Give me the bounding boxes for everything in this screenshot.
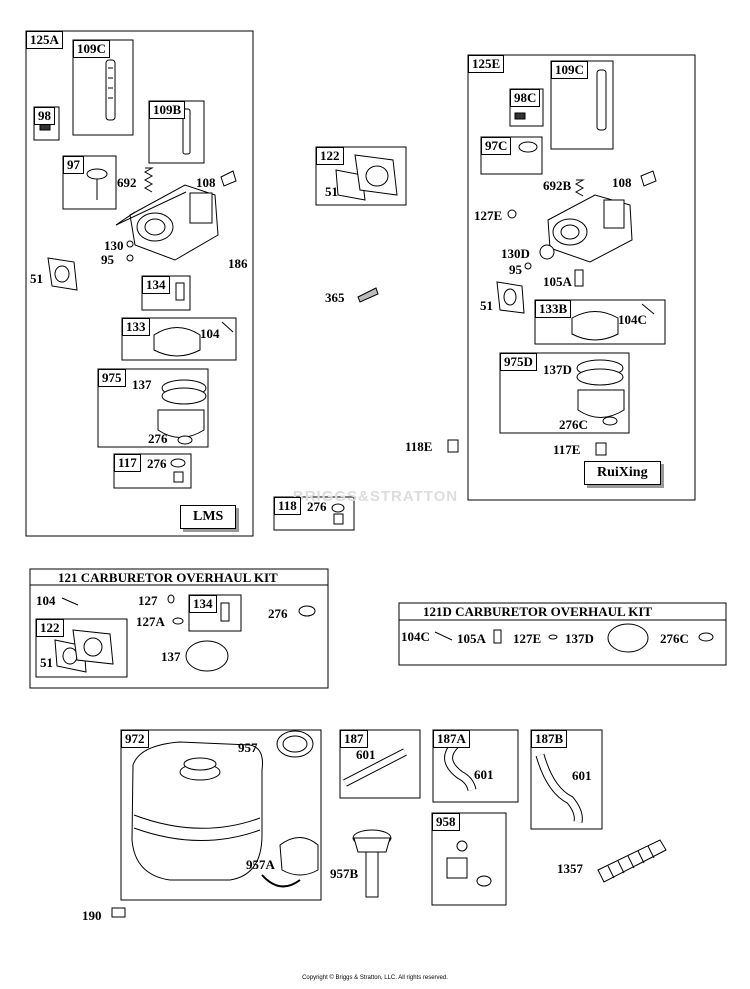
part-box-97[interactable]: 97 xyxy=(63,156,84,175)
tag-ruixing: RuiXing xyxy=(584,461,661,485)
part-label-276c[interactable]: 276C xyxy=(660,631,689,646)
part-label-276[interactable]: 276 xyxy=(148,431,168,446)
part-label-137[interactable]: 137 xyxy=(132,377,152,392)
part-label-127e[interactable]: 127E xyxy=(513,631,542,646)
part-box-133[interactable]: 133 xyxy=(122,318,150,337)
part-label-51[interactable]: 51 xyxy=(325,184,338,199)
part-label-117e[interactable]: 117E xyxy=(553,442,581,457)
part-box-187b[interactable]: 187B xyxy=(531,730,568,749)
part-label-957b[interactable]: 957B xyxy=(330,866,359,881)
part-box-98[interactable]: 98 xyxy=(34,107,55,126)
part-label-186[interactable]: 186 xyxy=(228,256,248,271)
part-label-957a[interactable]: 957A xyxy=(246,857,275,872)
part-label-692b[interactable]: 692B xyxy=(543,178,572,193)
part-box-118[interactable]: 118 xyxy=(274,497,301,516)
part-label-190[interactable]: 190 xyxy=(82,908,102,923)
part-label-51[interactable]: 51 xyxy=(480,298,493,313)
kit-121-title: 121 CARBURETOR OVERHAUL KIT xyxy=(58,570,278,585)
part-box-98c[interactable]: 98C xyxy=(510,89,541,108)
copyright-notice: Copyright © Briggs & Stratton, LLC. All … xyxy=(302,975,448,981)
part-box-109c[interactable]: 109C xyxy=(73,40,110,59)
part-label-137d[interactable]: 137D xyxy=(565,631,594,646)
part-box-122[interactable]: 122 xyxy=(316,147,344,166)
part-label-137[interactable]: 137 xyxy=(161,649,181,664)
part-box-97c[interactable]: 97C xyxy=(481,137,512,156)
kit-121-frame xyxy=(29,568,329,689)
part-box-972[interactable]: 972 xyxy=(121,730,149,749)
part-box-134[interactable]: 134 xyxy=(189,595,217,614)
group-125e-frame xyxy=(467,54,696,501)
part-box-109b[interactable]: 109B xyxy=(149,101,186,120)
part-label-130d[interactable]: 130D xyxy=(501,246,530,261)
part-box-187[interactable]: 187 xyxy=(340,730,368,749)
part-box-187a[interactable]: 187A xyxy=(433,730,470,749)
part-label-276[interactable]: 276 xyxy=(268,606,288,621)
kit-121d-frame xyxy=(398,602,727,666)
kit-121d-title: 121D CARBURETOR OVERHAUL KIT xyxy=(423,604,653,619)
tag-lms: LMS xyxy=(180,505,237,529)
part-box-958[interactable]: 958 xyxy=(432,813,460,832)
part-box-133b[interactable]: 133B xyxy=(535,300,572,319)
part-label-1357[interactable]: 1357 xyxy=(557,861,583,876)
part-label-105a[interactable]: 105A xyxy=(543,274,572,289)
watermark: BRIGGS&STRATTON xyxy=(292,488,459,505)
part-label-601[interactable]: 601 xyxy=(572,768,592,783)
part-label-127[interactable]: 127 xyxy=(138,593,158,608)
part-box-109c[interactable]: 109C xyxy=(551,61,588,80)
part-label-104[interactable]: 104 xyxy=(36,593,56,608)
part-label-108[interactable]: 108 xyxy=(196,175,216,190)
part-box-975d[interactable]: 975D xyxy=(500,353,537,372)
part-label-137d[interactable]: 137D xyxy=(543,362,572,377)
part-box-134[interactable]: 134 xyxy=(142,276,170,295)
part-label-51[interactable]: 51 xyxy=(30,271,43,286)
part-label-95[interactable]: 95 xyxy=(101,252,114,267)
part-label-51[interactable]: 51 xyxy=(40,655,53,670)
part-box-975[interactable]: 975 xyxy=(98,369,126,388)
group-125a-frame xyxy=(25,30,254,537)
part-label-127a[interactable]: 127A xyxy=(136,614,165,629)
part-label-95[interactable]: 95 xyxy=(509,262,522,277)
group-125e-title: 125E xyxy=(468,55,505,74)
part-box-117[interactable]: 117 xyxy=(114,454,141,473)
part-label-601[interactable]: 601 xyxy=(356,747,376,762)
part-label-601[interactable]: 601 xyxy=(474,767,494,782)
part-label-130[interactable]: 130 xyxy=(104,238,124,253)
group-125a-title: 125A xyxy=(26,31,63,50)
part-label-365[interactable]: 365 xyxy=(325,290,345,305)
part-label-104c[interactable]: 104C xyxy=(401,629,430,644)
part-label-127e[interactable]: 127E xyxy=(474,208,503,223)
part-label-104[interactable]: 104 xyxy=(200,326,220,341)
part-label-276c[interactable]: 276C xyxy=(559,417,588,432)
part-box-122[interactable]: 122 xyxy=(36,619,64,638)
part-label-105a[interactable]: 105A xyxy=(457,631,486,646)
part-label-108[interactable]: 108 xyxy=(612,175,632,190)
part-label-104c[interactable]: 104C xyxy=(618,312,647,327)
part-label-118e[interactable]: 118E xyxy=(405,439,433,454)
part-label-276[interactable]: 276 xyxy=(147,456,167,471)
part-label-692[interactable]: 692 xyxy=(117,175,137,190)
part-label-276[interactable]: 276 xyxy=(307,499,327,514)
part-label-957[interactable]: 957 xyxy=(238,740,258,755)
